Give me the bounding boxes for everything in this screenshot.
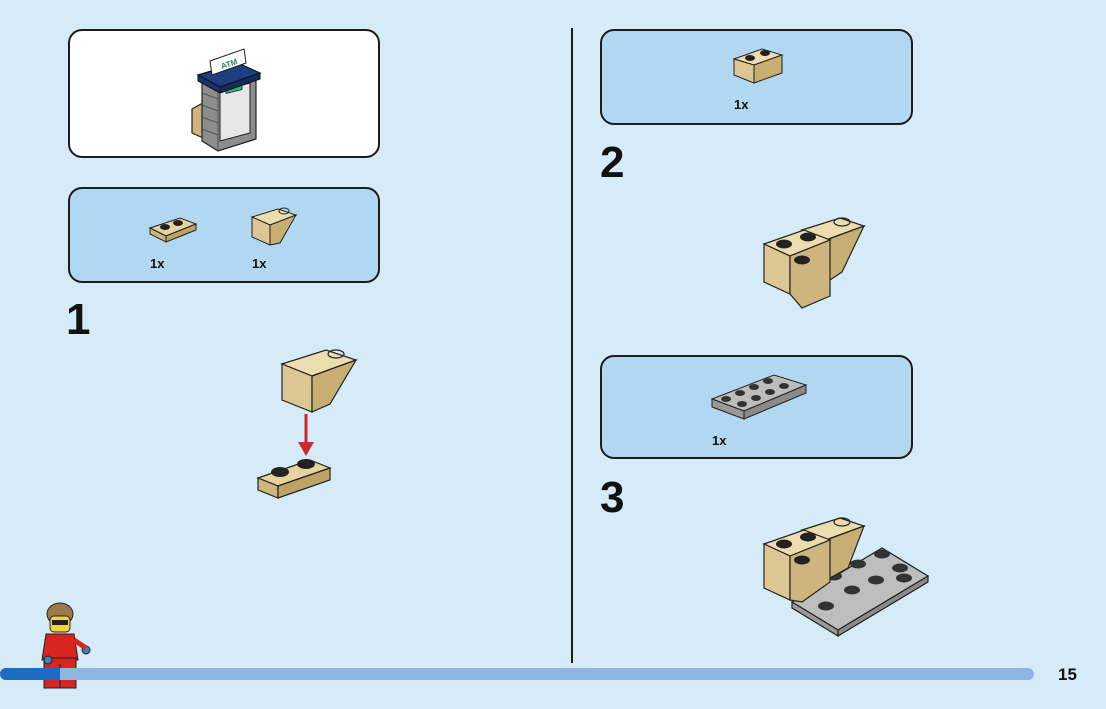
assembly-on-grey-plate-icon <box>762 512 932 637</box>
atm-kiosk-model-icon: ATM <box>188 41 268 151</box>
part-qty: 1x <box>712 433 726 448</box>
progress-track <box>0 668 1034 680</box>
grey-plate-2x4-icon <box>710 371 810 421</box>
parts-list-step-3: 1x <box>600 355 913 459</box>
step-number: 1 <box>66 298 90 342</box>
parts-list-step-1: 1x 1x <box>68 187 380 283</box>
progress-fill <box>0 668 60 680</box>
tan-plate-1x2-icon <box>148 214 198 244</box>
page-number: 15 <box>1058 665 1077 685</box>
part-qty: 1x <box>252 256 266 271</box>
tan-brick-1x2-icon <box>732 45 784 85</box>
brick-on-slope-assembly-icon <box>762 210 872 310</box>
part-qty: 1x <box>734 97 748 112</box>
step-number: 2 <box>600 141 624 185</box>
set-preview-box: ATM <box>68 29 380 158</box>
step-number: 3 <box>600 476 624 520</box>
part-qty: 1x <box>150 256 164 271</box>
attach-slope-to-plate-icon <box>254 344 364 504</box>
parts-list-step-2: 1x <box>600 29 913 125</box>
tan-slope-inverted-icon <box>250 203 300 247</box>
page-divider <box>571 28 573 663</box>
